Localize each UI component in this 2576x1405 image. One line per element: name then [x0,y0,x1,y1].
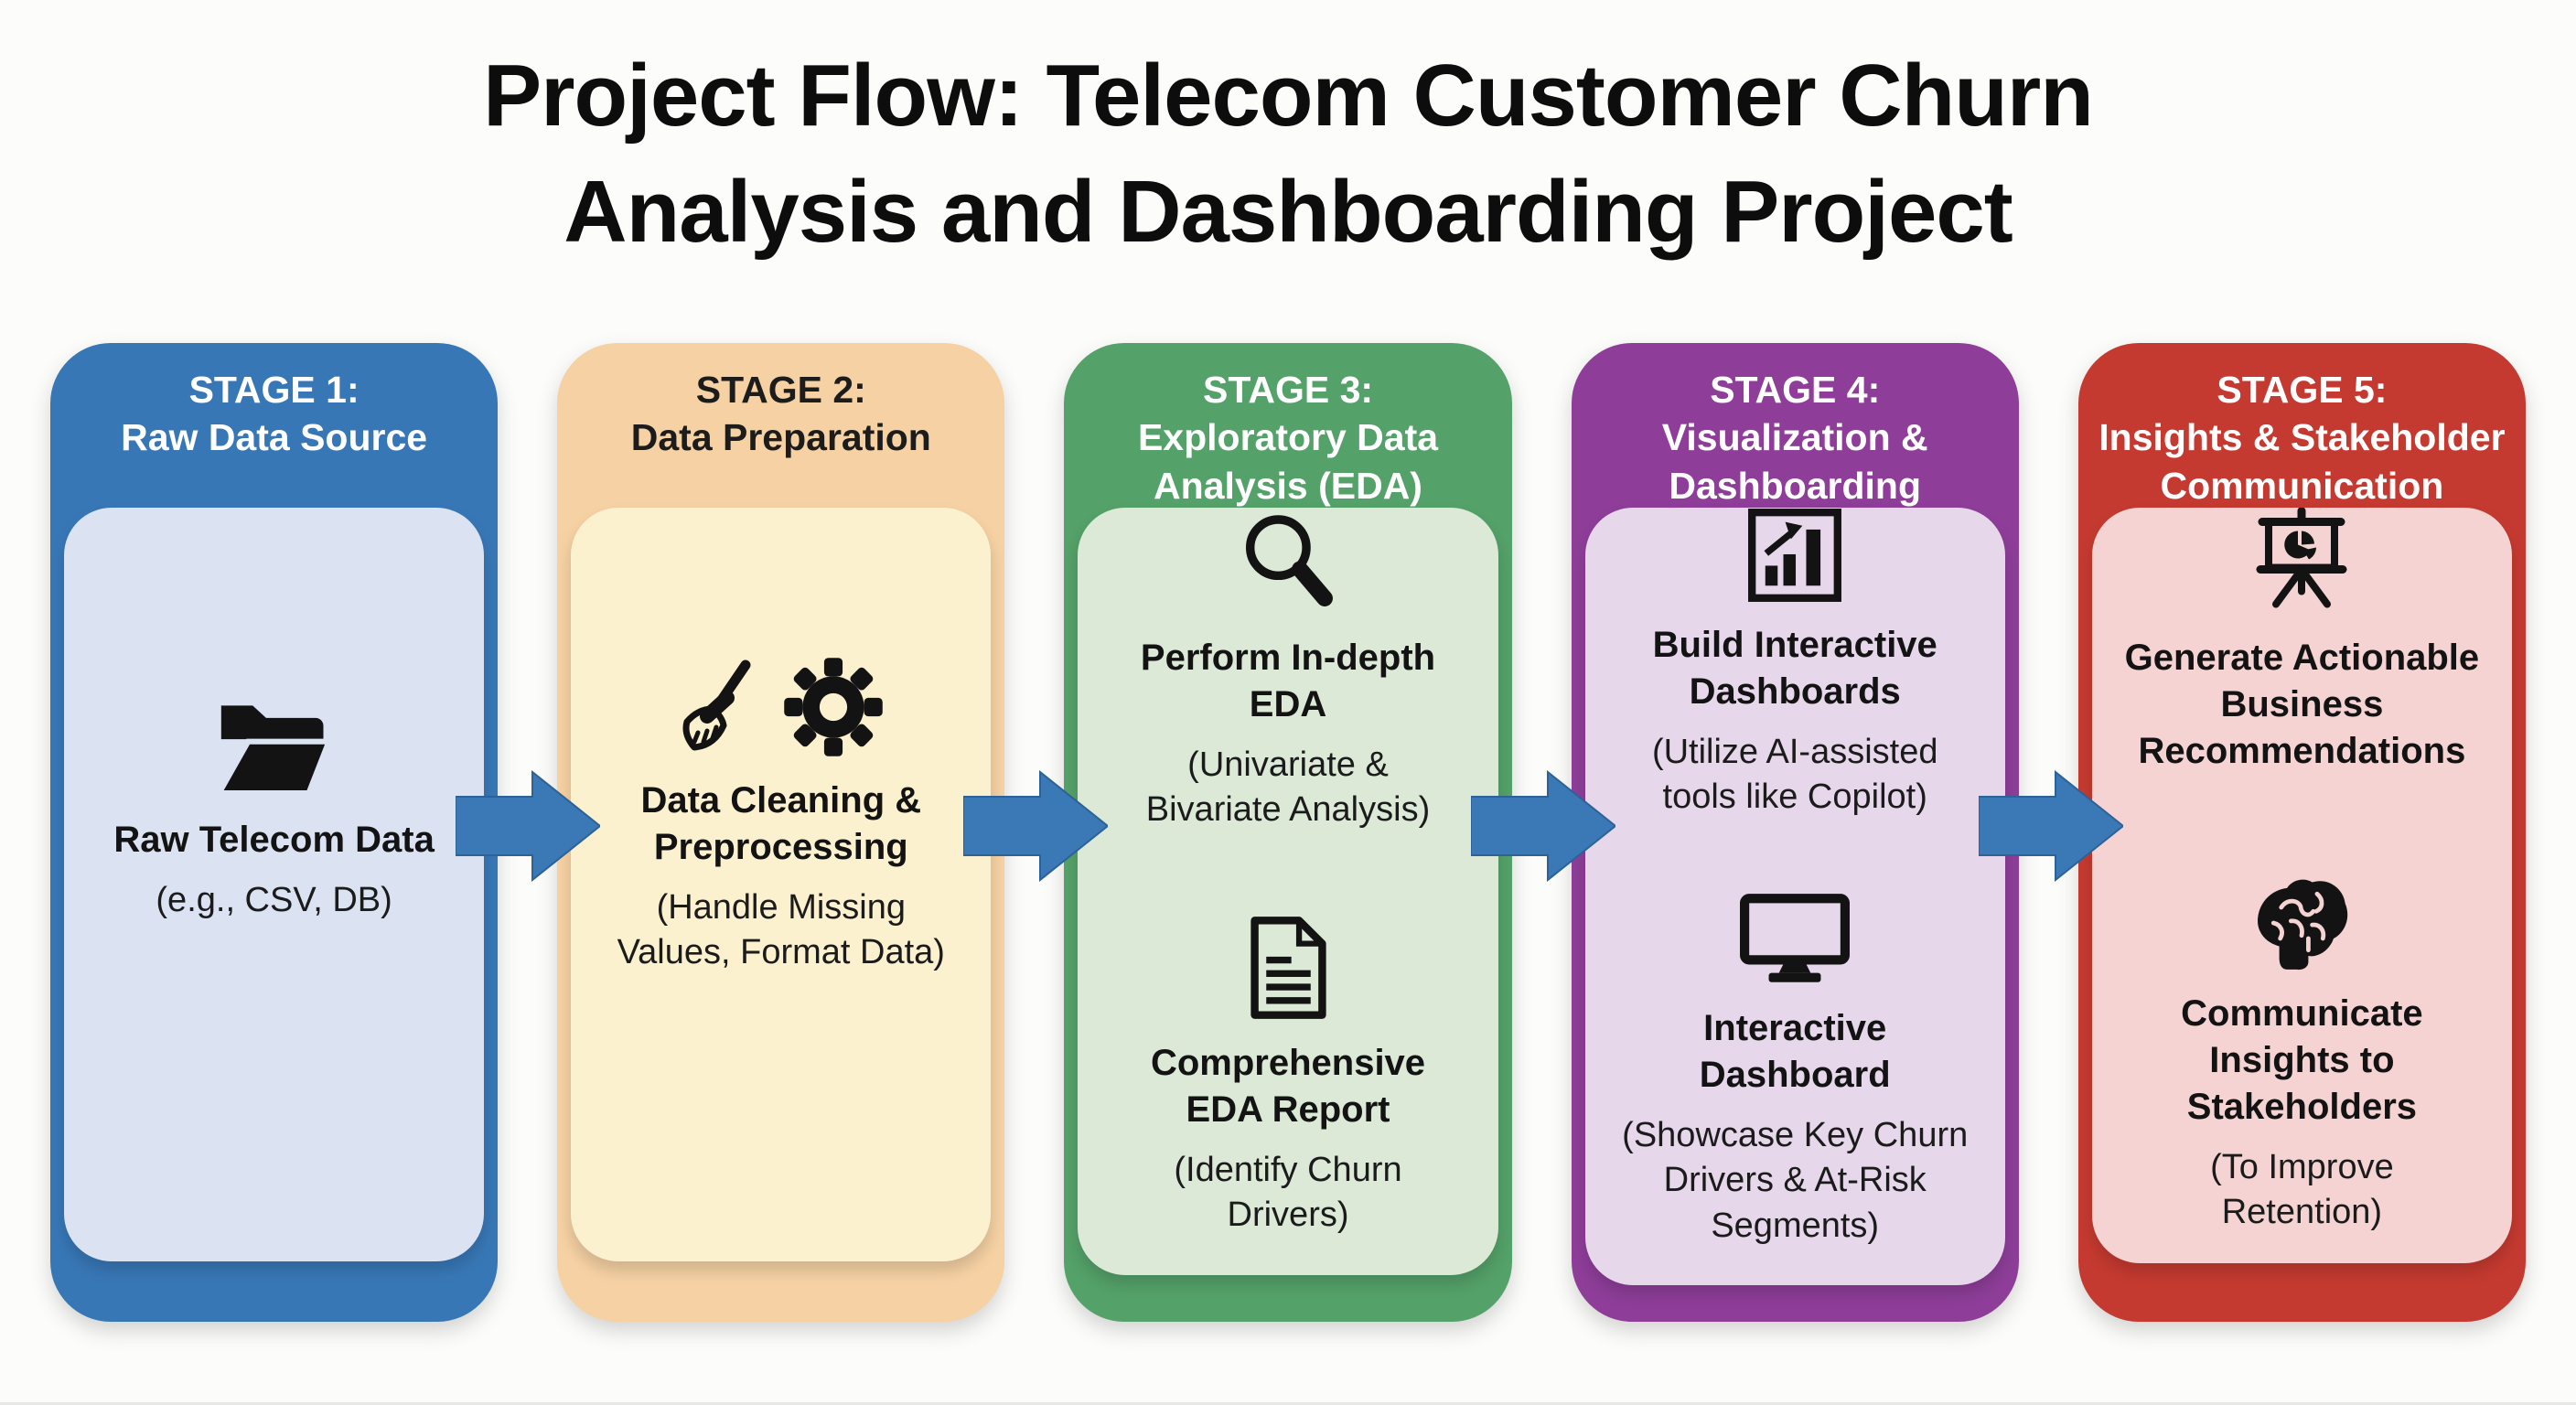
flow-arrow-2 [963,770,1108,882]
stage-4-item-dashboard: Interactive Dashboard (Showcase Key Chur… [1622,893,1968,1249]
item-title: Raw Telecom Data [113,820,435,861]
item-subtitle: (To Improve Retention) [2210,1147,2394,1232]
item-title: Data Cleaning & Preprocessing [640,780,922,868]
stage-3-card: STAGE 3: Exploratory Data Analysis (EDA)… [1064,343,1512,1322]
stage-2-card: STAGE 2: Data Preparation [557,343,1005,1322]
gear-icon [782,656,885,763]
item-title: Generate Actionable Business Recommendat… [2124,638,2480,771]
stage-2-body: Data Cleaning & Preprocessing (Handle Mi… [571,508,992,1261]
page-title: Project Flow: Telecom Customer Churn Ana… [483,47,2094,261]
item-subtitle: (Showcase Key Churn Drivers & At-Risk Se… [1622,1115,1969,1245]
stage-5-card: STAGE 5: Insights & Stakeholder Communic… [2077,343,2527,1322]
stage-2-item-cleaning: Data Cleaning & Preprocessing (Handle Mi… [617,656,945,975]
item-subtitle: (e.g., CSV, DB) [156,881,392,920]
item-subtitle: (Utilize AI-assisted tools like Copilot) [1651,732,1938,816]
flow-arrow-1 [456,770,600,882]
magnifier-icon [1234,508,1342,620]
item-subtitle: (Handle Missing Values, Format Data) [617,887,945,972]
stage-1-card: STAGE 1: Raw Data Source Raw Telecom Dat… [50,343,499,1322]
folder-open-icon [212,699,336,802]
stage-cards-row: STAGE 1: Raw Data Source Raw Telecom Dat… [50,343,2527,1322]
stage-4-card: STAGE 4: Visualization & Dashboarding Bu… [1571,343,2019,1322]
brain-icon [2248,874,2356,976]
stage-5-item-recommendations: Generate Actionable Business Recommendat… [2124,507,2480,774]
flow-arrow-3 [1471,770,1615,882]
item-title: Interactive Dashboard [1699,1008,1891,1096]
stage-3-item-eda: Perform In-depth EDA (Univariate & Bivar… [1141,508,1435,832]
item-title: Perform In-depth EDA [1140,638,1436,724]
item-subtitle: (Identify Churn Drivers) [1174,1150,1402,1235]
stage-1-header: STAGE 1: Raw Data Source [121,369,428,459]
document-icon [1245,915,1332,1025]
item-subtitle: (Univariate & Bivariate Analysis) [1145,745,1431,829]
stage-2-header: STAGE 2: Data Preparation [630,369,931,459]
flow-arrow-4 [1979,770,2123,882]
chart-growth-icon [1745,508,1844,607]
stage-1-item-raw-data: Raw Telecom Data (e.g., CSV, DB) [113,699,435,923]
broom-icon [678,660,769,759]
stage-5-header: STAGE 5: Insights & Stakeholder Communic… [2098,369,2506,507]
stage-4-header: STAGE 4: Visualization & Dashboarding [1661,369,1928,507]
presentation-board-icon [2247,507,2356,620]
item-title: Communicate Insights to Stakeholders [2181,993,2423,1127]
stage-4-item-build: Build Interactive Dashboards (Utilize AI… [1651,508,1938,820]
item-title: Build Interactive Dashboards [1652,625,1937,712]
monitor-icon [1739,893,1851,991]
stage-5-item-communicate: Communicate Insights to Stakeholders (To… [2181,874,2423,1235]
stage-1-body: Raw Telecom Data (e.g., CSV, DB) [64,508,485,1261]
item-title: Comprehensive EDA Report [1150,1043,1426,1131]
stage-4-body: Build Interactive Dashboards (Utilize AI… [1584,508,2005,1286]
broom-and-gear-icon [678,656,885,763]
stage-3-body: Perform In-depth EDA (Univariate & Bivar… [1078,508,1498,1275]
stage-5-body: Generate Actionable Business Recommendat… [2091,507,2513,1263]
stage-3-header: STAGE 3: Exploratory Data Analysis (EDA) [1137,369,1439,507]
stage-3-item-report: Comprehensive EDA Report (Identify Churn… [1151,915,1425,1238]
